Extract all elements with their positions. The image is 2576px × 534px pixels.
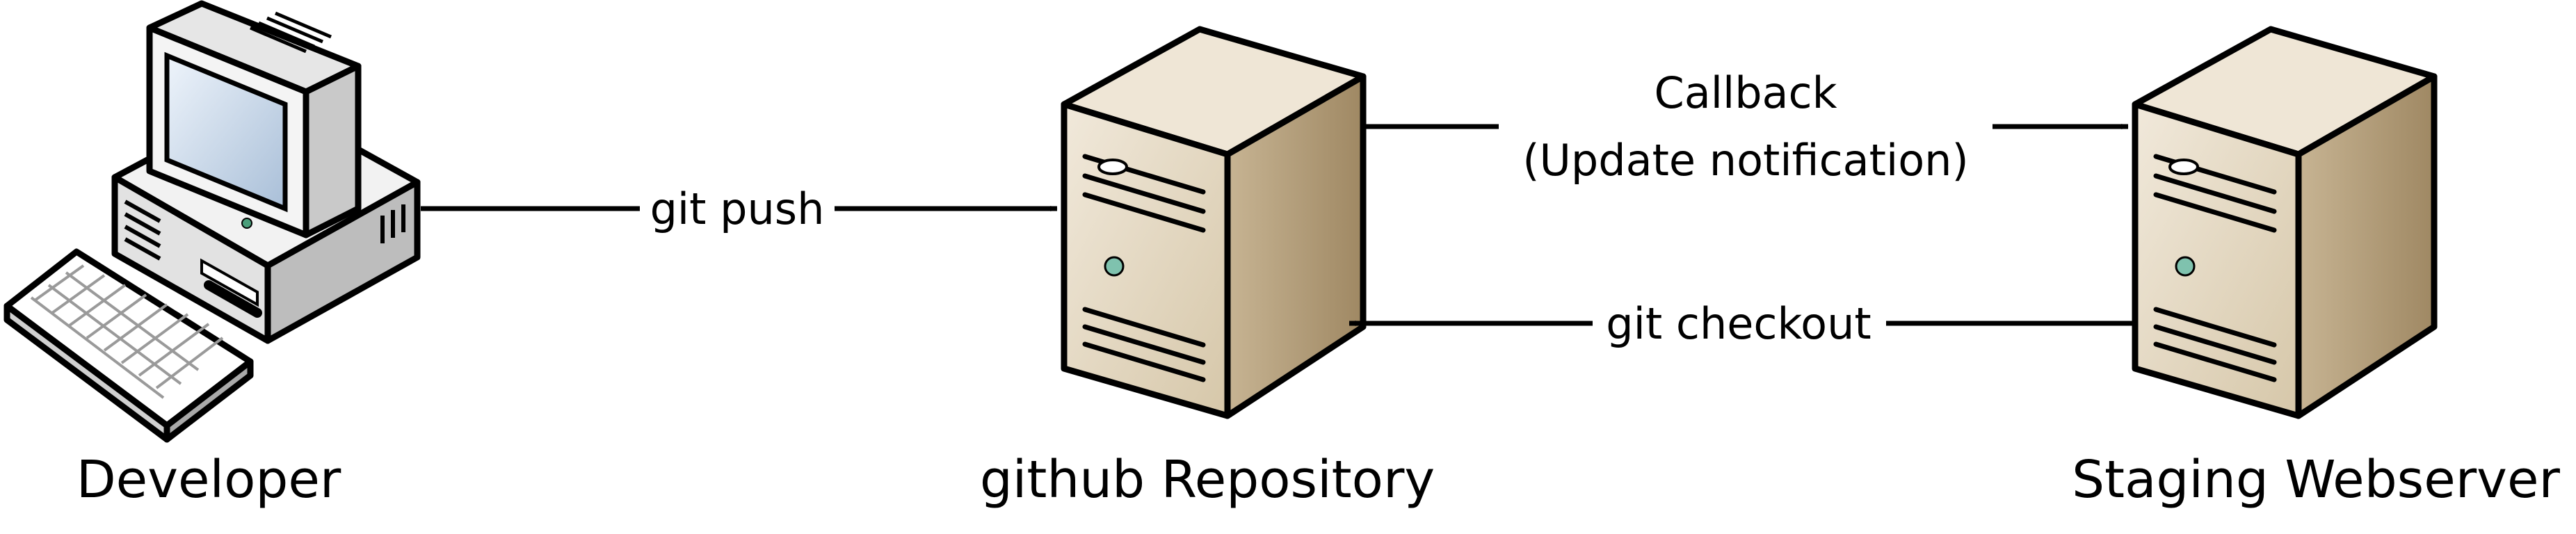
- github-server-icon: [1061, 26, 1367, 419]
- staging-webserver-label: Staging Webserver: [2072, 450, 2560, 510]
- git-checkout-label: git checkout: [1606, 298, 1871, 349]
- git-push-label: git push: [650, 184, 825, 234]
- callback-label: Callback: [1654, 67, 1837, 118]
- staging-server-icon: [2132, 26, 2438, 419]
- monitor-icon: [146, 0, 362, 238]
- edge-git-checkout: git checkout: [1349, 298, 2134, 349]
- developer-label: Developer: [77, 450, 341, 510]
- github-repository-label: github Repository: [980, 450, 1435, 510]
- edge-callback: Callback (Update notification): [1363, 67, 2129, 186]
- developer-computer-icon: [3, 0, 421, 443]
- edge-git-push: git push: [421, 184, 1058, 234]
- keyboard-icon: [3, 248, 254, 443]
- update-notification-label: (Update notification): [1522, 135, 1968, 186]
